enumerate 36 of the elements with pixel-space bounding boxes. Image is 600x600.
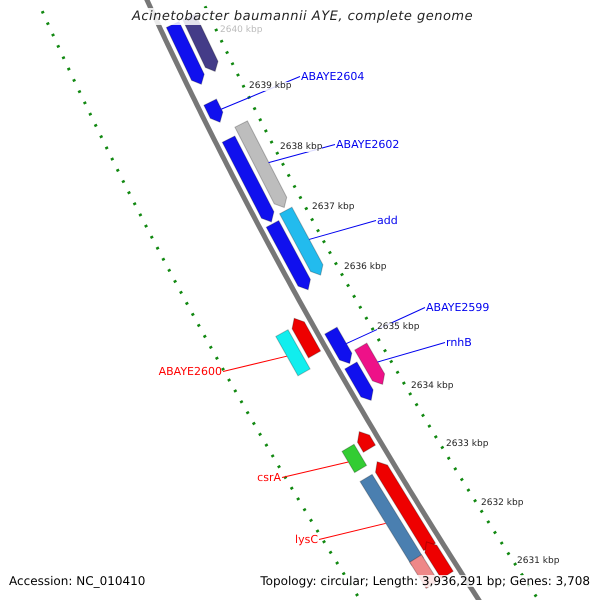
gene-feature [275, 329, 311, 376]
gene-feature [356, 430, 376, 453]
leader-line [377, 342, 446, 362]
gene-label: rnhB [446, 337, 472, 348]
leader-line [222, 356, 288, 372]
gene-feature [222, 135, 274, 223]
gene-label: ABAYE2602 [336, 139, 400, 150]
accession-text: Accession: NC_010410 [9, 575, 146, 587]
gene-label: ABAYE2600 [158, 366, 222, 377]
gene-label: add [377, 215, 398, 226]
scale-label: 2636 kbp [344, 263, 386, 272]
leader-line [282, 461, 349, 478]
scale-label: 2633 kbp [446, 440, 488, 449]
scale-label: 2639 kbp [249, 82, 292, 91]
gene-feature [344, 361, 374, 402]
gene-feature [266, 220, 311, 290]
gene-label: lysC [295, 534, 318, 545]
gene-label: ABAYE2599 [426, 302, 490, 313]
gene-feature [292, 318, 322, 359]
leader-line [318, 522, 386, 540]
gene-feature [203, 98, 224, 123]
scale-label: 2631 kbp [517, 557, 560, 566]
scale-label: 2638 kbp [280, 143, 322, 152]
gene-label: ABAYE2604 [301, 71, 364, 82]
scale-label: 2635 kbp [377, 323, 420, 332]
scale-label: 2640 kbp [220, 26, 262, 35]
leader-line [308, 220, 376, 240]
scale-label: 2634 kbp [411, 382, 454, 391]
gene-label: csrA [257, 472, 281, 483]
scale-label: 2637 kbp [312, 203, 354, 212]
gene-feature [374, 461, 436, 552]
gene-feature [341, 444, 368, 474]
genome-summary: Topology: circular; Length: 3,936,291 bp; Genes: 3,708 [260, 575, 590, 587]
scale-label: 2632 kbp [481, 499, 524, 508]
gene-feature [354, 342, 386, 386]
gene-feature [324, 326, 352, 364]
